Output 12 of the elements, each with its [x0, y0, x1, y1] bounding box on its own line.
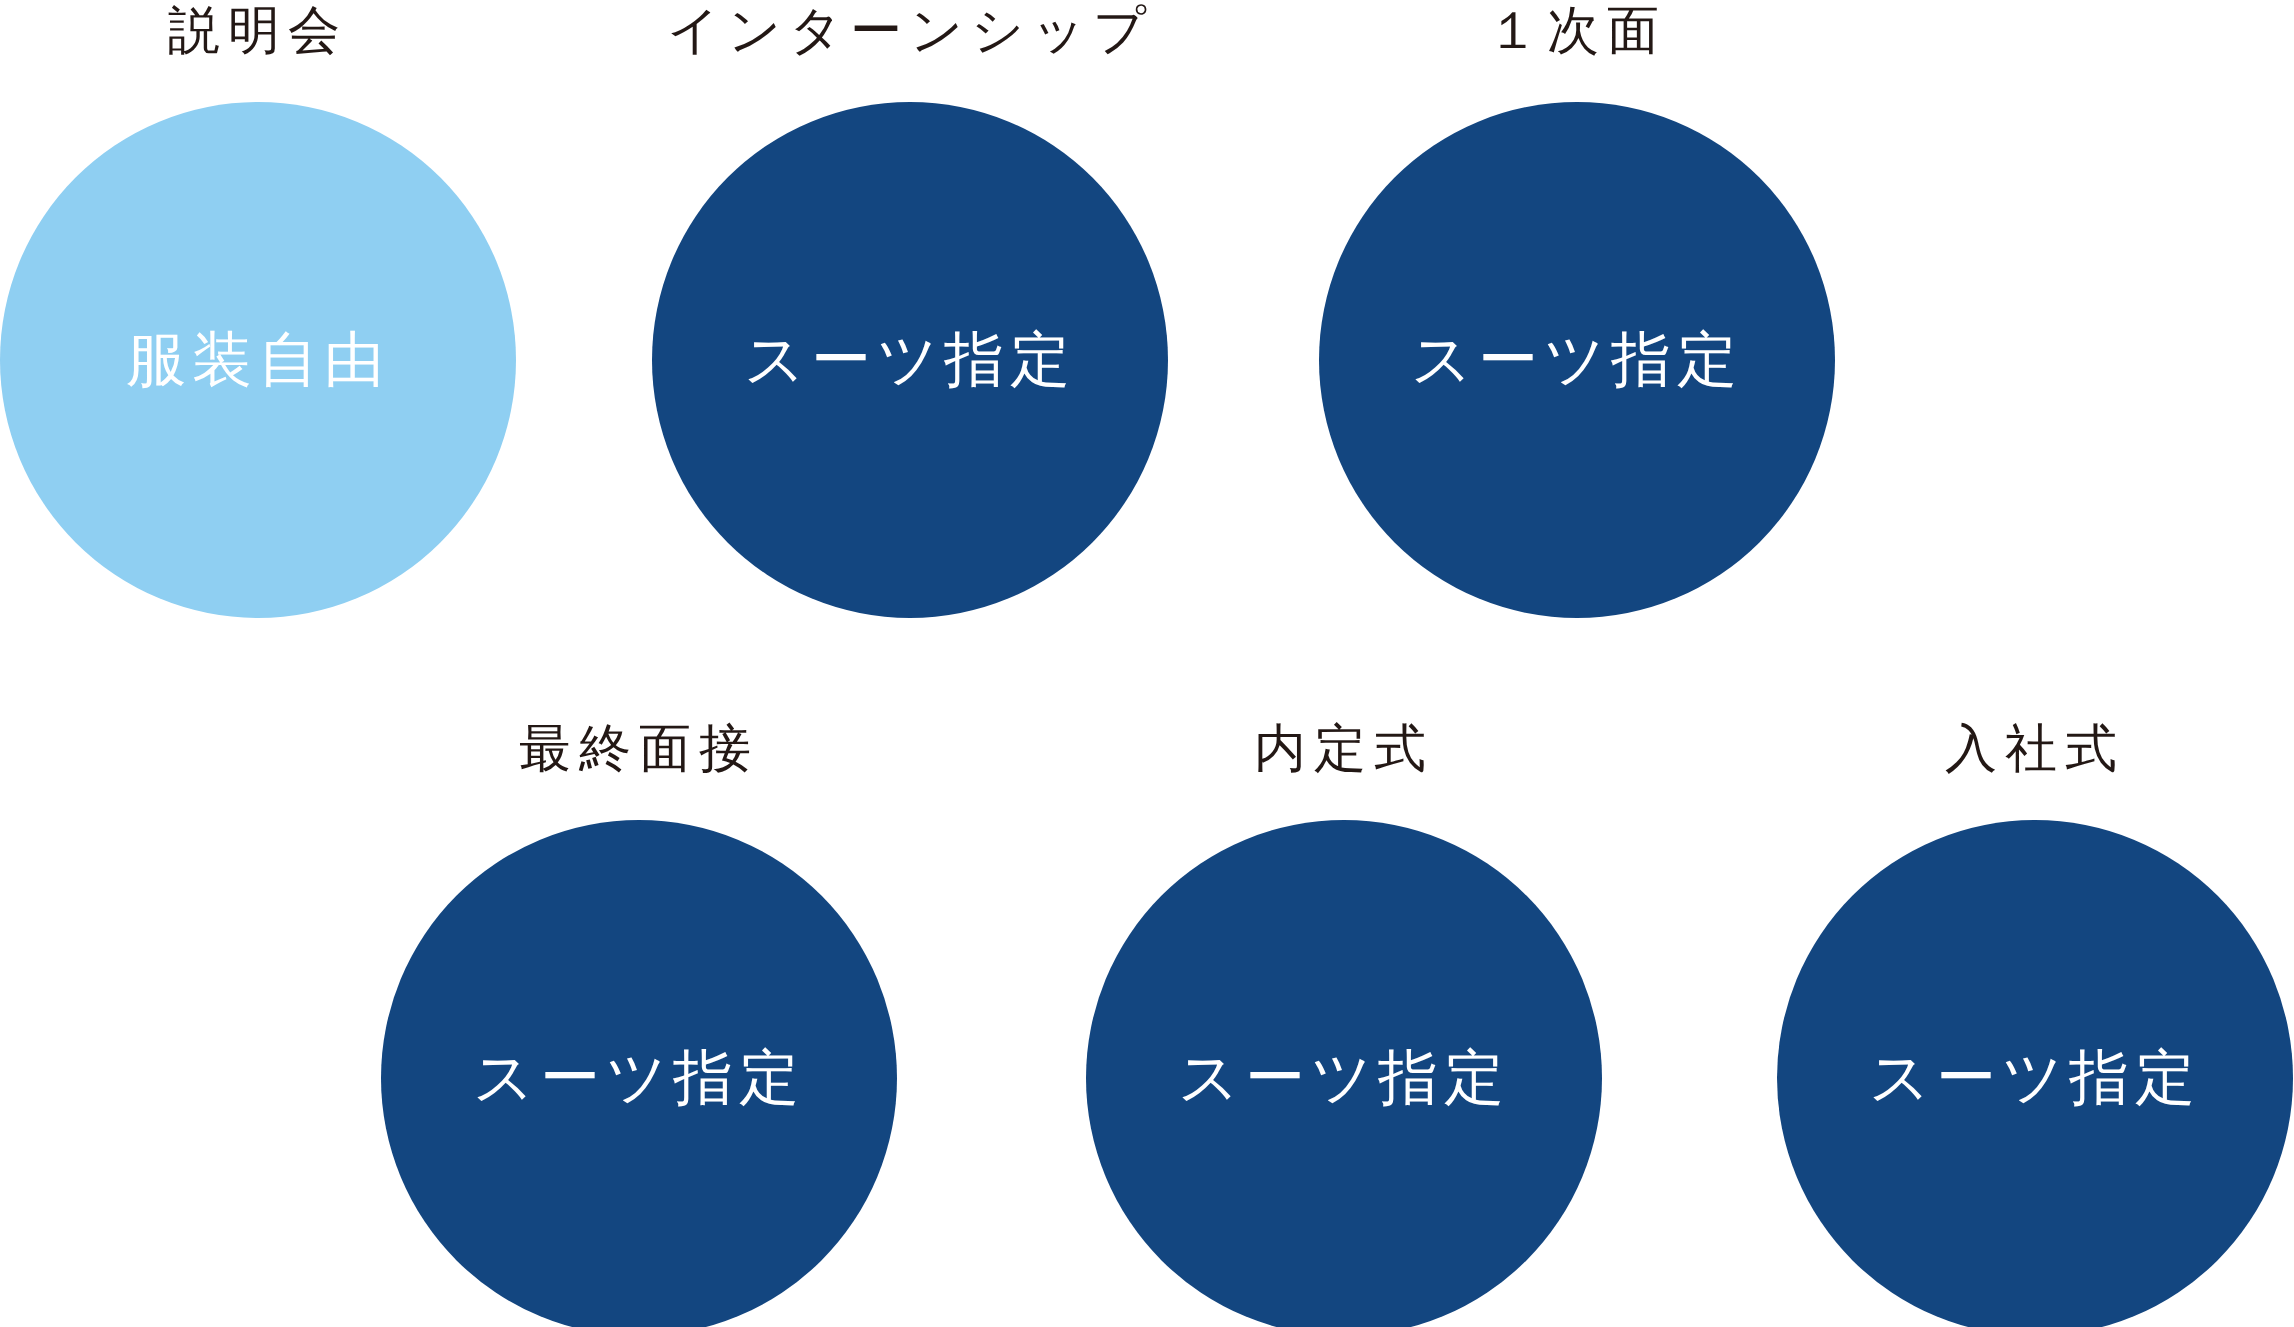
step-heading: 最終面接 — [519, 718, 759, 778]
dress-code-text: 服装自由 — [126, 322, 390, 396]
dress-code-text: スーツ指定 — [1869, 1040, 2201, 1114]
dress-code-text: スーツ指定 — [473, 1040, 805, 1114]
step-heading: １次面 — [1487, 0, 1667, 60]
dress-code-text: スーツ指定 — [1178, 1040, 1510, 1114]
step-heading: インターンシップ — [666, 0, 1154, 60]
dress-code-text: スーツ指定 — [1411, 322, 1743, 396]
step-heading: 入社式 — [1945, 718, 2125, 778]
step-heading: 内定式 — [1254, 718, 1434, 778]
step-heading: 説明会 — [168, 0, 348, 60]
dress-code-text: スーツ指定 — [744, 322, 1076, 396]
